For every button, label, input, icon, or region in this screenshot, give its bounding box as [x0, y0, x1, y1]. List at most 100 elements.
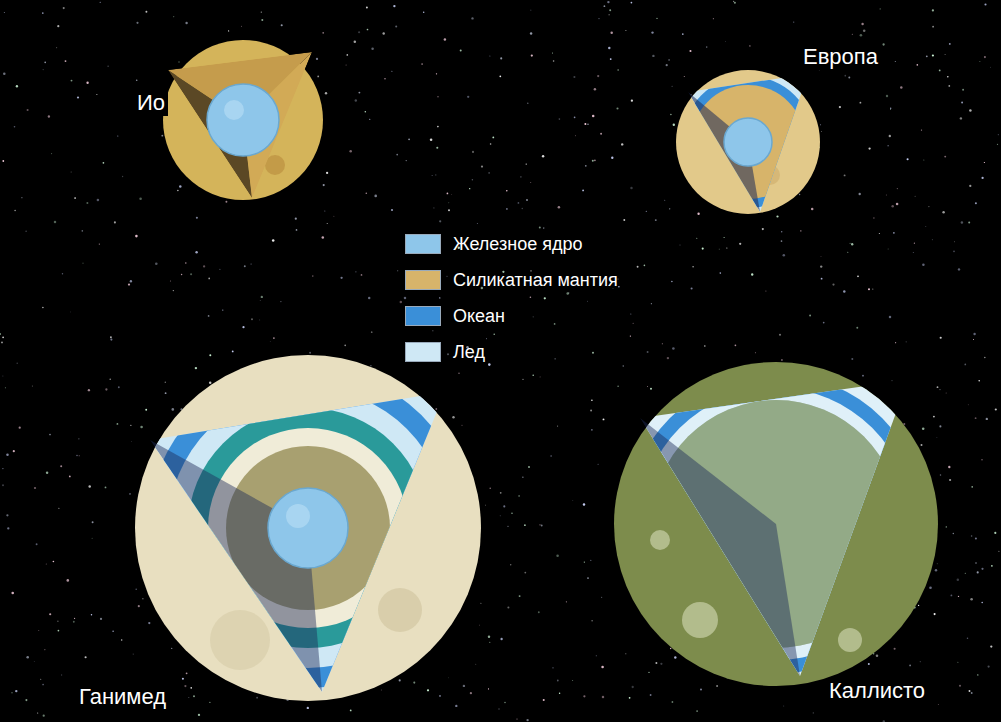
star — [779, 334, 781, 336]
star — [256, 697, 258, 699]
star — [781, 359, 783, 361]
star — [921, 129, 922, 130]
star — [138, 605, 140, 607]
star — [195, 367, 197, 369]
star — [198, 714, 200, 716]
star — [488, 172, 489, 173]
star — [121, 639, 122, 640]
star — [783, 705, 785, 707]
star — [843, 290, 846, 293]
star — [488, 363, 491, 366]
star — [919, 661, 921, 663]
star — [480, 603, 481, 604]
star — [630, 313, 631, 314]
star — [397, 270, 398, 271]
star — [185, 22, 187, 24]
star — [879, 233, 880, 234]
star — [43, 715, 45, 717]
star — [957, 579, 960, 582]
star — [109, 378, 111, 380]
star — [944, 156, 946, 158]
star — [669, 208, 670, 209]
star — [584, 123, 586, 125]
star — [326, 172, 328, 174]
star — [43, 69, 44, 70]
star — [316, 58, 318, 60]
star — [15, 690, 17, 692]
star — [370, 365, 371, 366]
star — [172, 408, 175, 411]
star — [371, 331, 373, 333]
star — [655, 219, 657, 221]
star — [920, 444, 922, 446]
star — [783, 254, 786, 257]
star — [652, 55, 654, 57]
star — [317, 76, 319, 78]
star — [34, 487, 36, 489]
star — [630, 335, 631, 336]
star — [923, 159, 924, 160]
star — [573, 76, 575, 78]
star — [196, 217, 198, 219]
star — [522, 208, 524, 210]
star — [225, 201, 227, 203]
star — [436, 147, 438, 149]
star — [122, 176, 123, 177]
star — [161, 135, 163, 137]
star — [697, 213, 699, 215]
star — [977, 674, 978, 675]
star — [914, 195, 916, 197]
star — [981, 602, 983, 604]
star — [556, 554, 559, 557]
star — [374, 195, 377, 198]
star — [598, 464, 599, 465]
star — [691, 287, 693, 289]
star — [423, 12, 424, 13]
star — [280, 301, 281, 302]
star — [702, 248, 704, 250]
star — [232, 351, 234, 353]
star — [916, 64, 918, 66]
star — [735, 344, 737, 346]
star — [503, 505, 505, 507]
star — [139, 198, 142, 201]
star — [222, 310, 223, 311]
star — [27, 109, 29, 111]
star — [130, 280, 132, 282]
star — [984, 56, 986, 58]
star — [48, 115, 50, 117]
legend-row: Силикатная мантия — [405, 262, 618, 298]
star — [105, 388, 107, 390]
star — [399, 679, 401, 681]
star — [165, 381, 166, 382]
star — [67, 579, 70, 582]
star — [307, 707, 309, 709]
europa-globe — [676, 70, 820, 214]
star — [2, 484, 4, 486]
star — [507, 526, 508, 527]
star — [965, 573, 966, 574]
star — [646, 211, 647, 212]
legend-swatch — [405, 342, 441, 362]
star — [475, 663, 477, 665]
star — [856, 327, 858, 329]
star — [942, 211, 944, 213]
star — [886, 95, 888, 97]
star — [949, 479, 951, 481]
star — [526, 163, 527, 164]
star — [380, 689, 382, 691]
star — [458, 372, 460, 374]
star — [203, 265, 205, 267]
star — [44, 649, 46, 651]
star — [925, 225, 927, 227]
star — [848, 76, 850, 78]
star — [991, 565, 993, 567]
star — [241, 26, 242, 27]
star — [51, 153, 52, 154]
star — [969, 185, 971, 187]
star — [530, 9, 532, 11]
star — [799, 194, 800, 195]
star — [60, 465, 62, 467]
star — [2, 160, 4, 162]
